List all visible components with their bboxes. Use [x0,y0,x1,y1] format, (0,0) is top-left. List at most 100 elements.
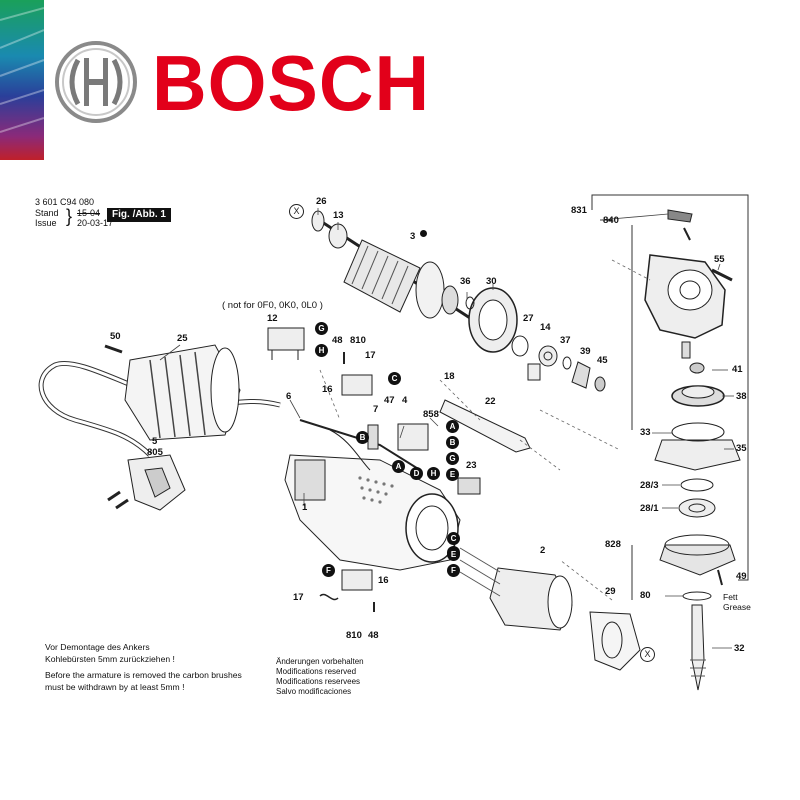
marker-x-bottom: X [640,647,655,662]
part-label-33: 33 [640,427,651,438]
part-label-36: 36 [460,276,471,287]
stand-label: Stand [35,208,59,218]
marker-c-1: C [388,372,401,385]
note-bullet [420,230,427,237]
part-label-7: 7 [373,404,379,415]
changes-note-es: Salvo modificaciones [276,687,352,696]
fan-and-bearings [465,287,606,392]
cable-protector-sleeve [124,344,241,441]
marker-f-2: F [322,564,335,577]
part-number: 3 601 C94 080 [35,197,95,207]
part-label-48: 48 [332,335,343,346]
part-label-1: 1 [302,502,308,513]
part-label-6: 6 [286,391,292,402]
armature-note-de-1: Vor Demontage des Ankers [45,642,150,652]
part-label-828: 828 [605,539,621,550]
marker-b-1: B [356,431,369,444]
part-label-17: 17 [365,350,376,361]
part-label-48-lower: 48 [368,630,379,641]
part-label-26: 26 [316,196,327,207]
part-label-25: 25 [177,333,188,344]
suppressor [267,327,305,351]
part-label-50: 50 [110,331,121,342]
part-label-28-1: 28/1 [640,503,659,514]
brand-wordmark: BOSCH [152,39,431,127]
variant-note: ( not for 0F0, 0K0, 0L0 ) [222,300,323,311]
switch [397,423,429,451]
part-label-55: 55 [714,254,725,265]
part-label-16: 16 [322,384,333,395]
part-label-840: 840 [603,215,619,226]
marker-x-top: X [289,204,304,219]
marker-h-2: H [427,467,440,480]
part-label-805: 805 [147,447,163,458]
marker-b-2: B [446,436,459,449]
marker-a-1: A [446,420,459,433]
part-label-5: 5 [152,436,158,447]
part-label-47: 47 [384,395,395,406]
part-label-39: 39 [580,346,591,357]
part-label-37: 37 [560,335,571,346]
armature-note-en-2: must be withdrawn by at least 5mm ! [45,682,185,692]
assembly-brackets [591,194,749,600]
part-label-27: 27 [523,313,534,324]
part-label-32: 32 [734,643,745,654]
figure-label: Fig. /Abb. 1 [107,208,171,222]
part-label-22: 22 [485,396,496,407]
part-label-41: 41 [732,364,743,375]
part-label-12: 12 [267,313,278,324]
changes-note-de: Änderungen vorbehalten [276,657,364,666]
field-coil [459,547,573,631]
power-plug [107,454,186,511]
issue-label: Issue [35,218,57,228]
marker-g-1: G [315,322,328,335]
part-label-4: 4 [402,395,408,406]
marker-f-1: F [447,564,460,577]
part-label-30: 30 [486,276,497,287]
motor-housing [284,454,461,571]
bosch-armature-logo [55,41,137,123]
air-guide [589,611,641,671]
switch-rod [439,399,531,453]
part-label-810-lower: 810 [346,630,362,641]
part-label-49: 49 [736,571,747,582]
armature [311,210,471,320]
marker-d-1: D [410,467,423,480]
stand-value: 15-04 [77,208,101,218]
part-label-23: 23 [466,460,477,471]
part-label-16-lower: 16 [378,575,389,586]
bracket-glyph: } [66,206,73,226]
marker-c-2: C [447,532,460,545]
grease-label-en: Grease [723,602,751,612]
marker-a-2: A [392,460,405,473]
part-label-29: 29 [605,586,616,597]
changes-note-fr: Modifications reservees [276,677,361,686]
part-label-3: 3 [410,231,416,242]
grease-label-de: Fett [723,592,738,602]
part-label-858: 858 [423,409,439,420]
gear-housing [644,209,733,374]
part-label-831: 831 [571,205,587,216]
part-label-45: 45 [597,355,608,366]
part-label-35: 35 [736,443,747,454]
marker-e-2: E [447,548,460,561]
part-label-80: 80 [640,590,651,601]
marker-h-1: H [315,344,328,357]
changes-note-en: Modifications reserved [276,667,357,676]
marker-g-2: G [446,452,459,465]
part-label-14: 14 [540,322,551,333]
armature-note-en-1: Before the armature is removed the carbo… [45,670,242,680]
spindle-stack [654,385,741,691]
marker-e-1: E [446,468,459,481]
part-label-38: 38 [736,391,747,402]
part-label-13: 13 [333,210,344,221]
leader-lines [159,208,734,649]
part-label-28-3: 28/3 [640,480,659,491]
part-label-810: 810 [350,335,366,346]
armature-note-de-2: Kohlebürsten 5mm zurückziehen ! [45,654,175,664]
part-label-17-lower: 17 [293,592,304,603]
brand-color-stripe [0,0,44,160]
issue-value: 20-03-17 [77,218,114,228]
part-label-18: 18 [444,371,455,382]
